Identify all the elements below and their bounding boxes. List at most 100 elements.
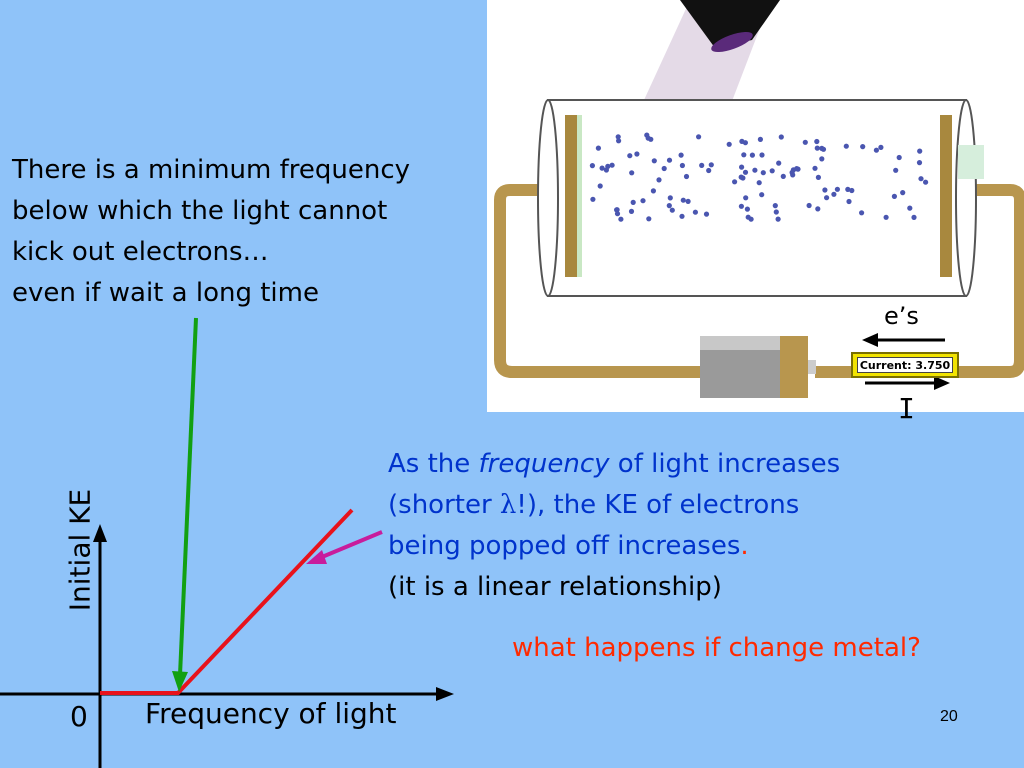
freq-line-4: (it is a linear relationship) bbox=[388, 572, 722, 602]
electron-dot bbox=[773, 209, 779, 215]
electron-dot bbox=[696, 134, 702, 140]
slope-pointer-arrowhead bbox=[306, 550, 327, 564]
electron-dot bbox=[917, 148, 923, 154]
freq-line-1: As the frequency of light increases bbox=[388, 444, 840, 485]
electron-dot bbox=[918, 176, 924, 182]
electron-dot bbox=[911, 214, 917, 220]
electron-dot bbox=[699, 162, 705, 168]
threshold-arrow bbox=[178, 317, 198, 676]
electron-dot bbox=[616, 138, 622, 144]
electron-dot bbox=[629, 170, 635, 176]
electron-dot bbox=[650, 188, 657, 194]
electron-dot bbox=[646, 216, 652, 222]
freq-line-2-b: !), the KE of electrons bbox=[516, 490, 800, 520]
current-label: I bbox=[898, 392, 915, 425]
electron-dot bbox=[769, 168, 775, 174]
electron-dot bbox=[703, 211, 710, 217]
wire-right bbox=[815, 184, 1024, 378]
electron-dot bbox=[916, 160, 923, 166]
electron-dot bbox=[666, 203, 672, 209]
electron-dot bbox=[775, 216, 781, 222]
electron-dot bbox=[776, 160, 782, 166]
electron-dot bbox=[618, 216, 624, 222]
electron-dot bbox=[614, 207, 620, 213]
ke-frequency-line bbox=[100, 508, 354, 695]
electron-dot bbox=[741, 152, 747, 158]
electron-dot bbox=[661, 165, 667, 172]
battery-icon bbox=[700, 336, 816, 398]
electron-dot bbox=[846, 198, 852, 205]
electron-dot bbox=[706, 167, 712, 174]
electron-dot bbox=[680, 197, 686, 203]
wire-left bbox=[494, 184, 700, 378]
electron-dot bbox=[679, 162, 686, 169]
electron-dot bbox=[790, 172, 796, 178]
electron-dot bbox=[644, 132, 650, 138]
electron-dot bbox=[760, 170, 766, 176]
electron-dot bbox=[831, 191, 837, 197]
freq-line-3-text: being popped off increases bbox=[388, 531, 741, 561]
current-meter-readout: Current: 3.750 bbox=[857, 357, 953, 373]
electron-dot bbox=[627, 153, 633, 159]
min-freq-line-3: kick out electrons… bbox=[12, 237, 269, 267]
min-freq-line-1: There is a minimum frequency bbox=[12, 155, 411, 185]
plate-connector bbox=[958, 145, 984, 179]
change-metal-question: what happens if change metal? bbox=[512, 633, 921, 663]
electron-dot bbox=[893, 167, 899, 173]
electron-dot bbox=[883, 214, 889, 220]
electron-dot bbox=[834, 186, 841, 192]
electron-dot bbox=[849, 187, 855, 194]
electron-dot bbox=[815, 206, 821, 212]
electron-dot bbox=[615, 134, 621, 140]
electron-dot bbox=[678, 152, 684, 158]
electron-cloud bbox=[589, 132, 929, 222]
electrons-label: e’s bbox=[884, 302, 919, 330]
electron-dot bbox=[739, 138, 745, 144]
electron-dot bbox=[780, 173, 786, 179]
minimum-frequency-text: There is a minimum frequency below which… bbox=[12, 150, 410, 314]
electron-dot bbox=[859, 210, 865, 216]
electron-dot bbox=[843, 143, 849, 149]
electron-dot bbox=[742, 169, 749, 175]
electron-dot bbox=[726, 141, 732, 147]
electron-dot bbox=[907, 205, 913, 211]
electron-dot bbox=[679, 213, 685, 219]
electron-dot bbox=[802, 139, 808, 145]
electron-dot bbox=[900, 190, 906, 196]
slope-pointer-arrow bbox=[321, 530, 383, 559]
electron-dot bbox=[692, 209, 699, 215]
electron-dot bbox=[589, 163, 596, 169]
electron-dot bbox=[708, 162, 714, 168]
electron-dot bbox=[878, 144, 884, 150]
electron-dot bbox=[599, 165, 605, 171]
electron-dot bbox=[683, 173, 690, 180]
freq-line-2: (shorter λ!), the KE of electrons bbox=[388, 485, 840, 526]
electron-dot bbox=[873, 147, 880, 153]
freq-line-1-b: of light increases bbox=[609, 449, 841, 479]
x-axis-arrowhead bbox=[436, 687, 454, 701]
metal-plate-coating bbox=[577, 115, 582, 277]
electron-dot bbox=[759, 192, 765, 198]
electron-dot bbox=[738, 174, 744, 180]
electron-dot bbox=[595, 145, 602, 151]
electron-dot bbox=[630, 199, 636, 205]
freq-line-1-italic: frequency bbox=[478, 449, 610, 479]
electron-dot bbox=[814, 145, 820, 151]
freq-line-2-a: (shorter bbox=[388, 490, 500, 520]
electron-dot bbox=[628, 208, 635, 214]
freq-line-3: being popped off increases. bbox=[388, 526, 840, 567]
electron-dot bbox=[640, 198, 646, 204]
electron-dot bbox=[778, 134, 784, 140]
electron-dot bbox=[744, 206, 751, 212]
metal-plate-left bbox=[565, 115, 577, 277]
electron-dot bbox=[609, 162, 615, 168]
min-freq-line-2: below which the light cannot bbox=[12, 196, 388, 226]
freq-line-3-period: . bbox=[740, 531, 749, 561]
electron-dot bbox=[752, 167, 758, 173]
electron-dot bbox=[757, 136, 764, 142]
y-axis-arrowhead bbox=[93, 524, 107, 542]
electron-dot bbox=[749, 152, 756, 158]
electron-dot bbox=[923, 179, 929, 185]
slide-number: 20 bbox=[940, 708, 958, 725]
